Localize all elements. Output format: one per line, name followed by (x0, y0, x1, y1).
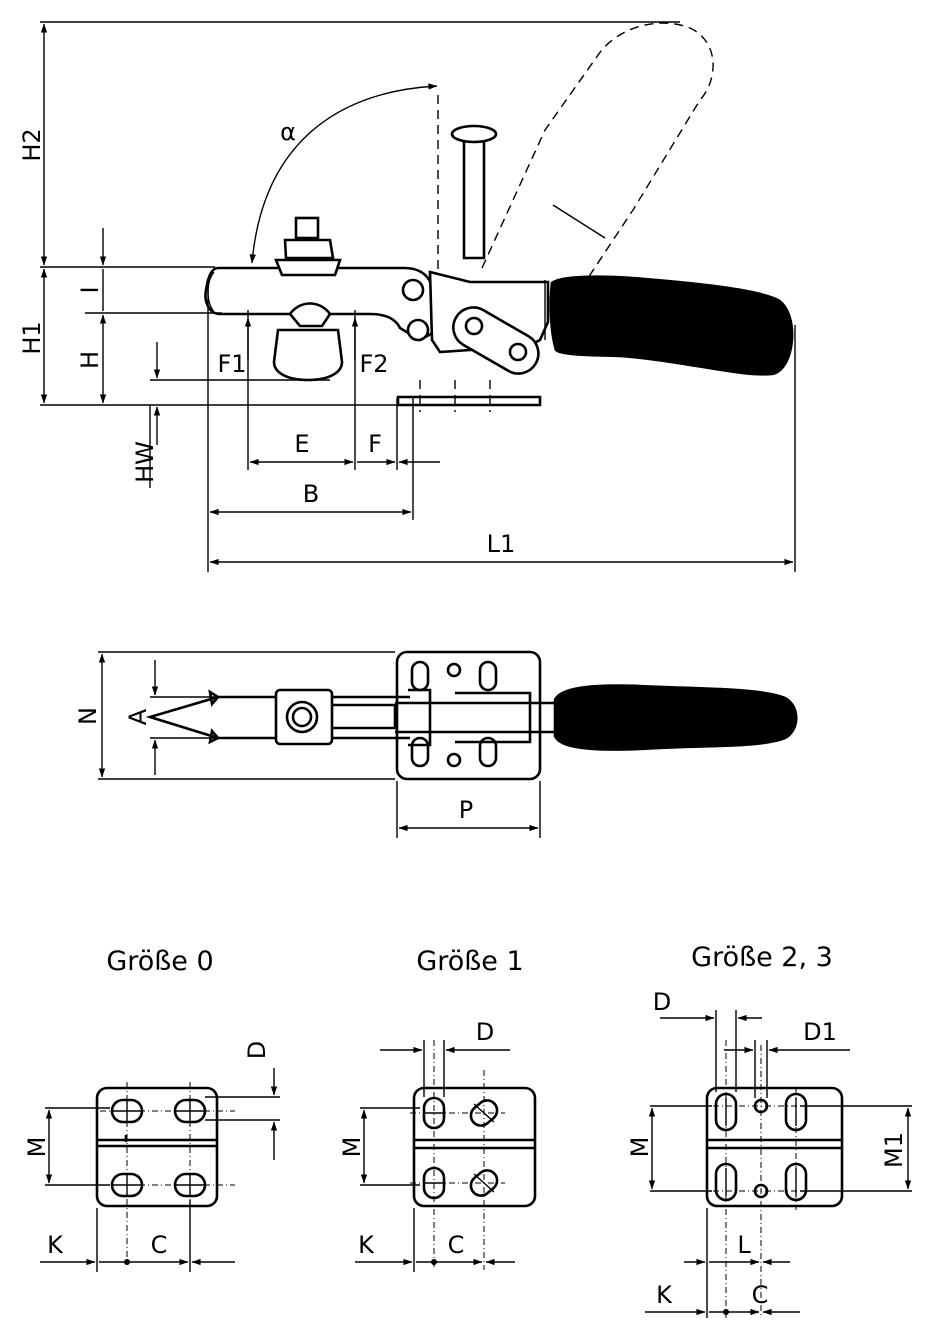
size-1-detail: Größe 1 D M K C (338, 946, 537, 1272)
size-2-3-label-C: C (752, 1281, 769, 1309)
size-0-label-D: D (243, 1041, 271, 1059)
label-H1: H1 (18, 321, 46, 354)
size-2-3-label-D: D (653, 988, 671, 1016)
base-plate-top (395, 650, 542, 781)
spindle-upright (450, 124, 498, 260)
size-0-label-K: K (47, 1231, 64, 1259)
open-lever-position (437, 22, 714, 299)
label-F: F (368, 430, 382, 458)
size-2-3-label-K: K (656, 1281, 673, 1309)
handle-top (553, 684, 798, 751)
base-plate (396, 395, 542, 407)
size-2-3-title: Größe 2, 3 (691, 942, 833, 973)
size-2-3-label-M1: M1 (880, 1132, 908, 1168)
label-L1: L1 (487, 530, 516, 558)
side-view: H2 H1 I H HW α F1 F2 E F B L1 (18, 21, 796, 572)
size-0-title: Größe 0 (106, 946, 213, 977)
size-0-detail: Größe 0 D M K C (23, 946, 280, 1272)
clamp-arm-top (145, 688, 555, 747)
size-1-label-K: K (358, 1231, 375, 1259)
label-N: N (74, 707, 102, 725)
size-0-label-M: M (23, 1137, 51, 1158)
size-1-label-C: C (448, 1231, 465, 1259)
label-B: B (303, 480, 319, 508)
handle (544, 275, 794, 376)
top-dimension-lines (98, 651, 541, 838)
hex-nut (274, 688, 334, 746)
label-alpha: α (280, 118, 296, 146)
linkage (401, 270, 550, 375)
label-HW: HW (131, 441, 159, 483)
top-view: N A P (74, 650, 798, 838)
size-2-3-label-D1: D1 (803, 1018, 837, 1046)
label-E: E (294, 430, 309, 458)
size-1-label-M: M (338, 1137, 366, 1158)
label-F2: F2 (359, 350, 388, 378)
size-2-3-label-L: L (737, 1231, 751, 1259)
label-F1: F1 (217, 350, 246, 378)
label-A: A (124, 708, 152, 725)
label-H2: H2 (18, 128, 46, 161)
size-1-label-D: D (476, 1018, 494, 1046)
size-2-3-label-M: M (626, 1137, 654, 1158)
size-0-label-C: C (151, 1231, 168, 1259)
size-1-title: Größe 1 (416, 946, 523, 977)
label-I: I (76, 286, 104, 293)
side-dimension-lines (40, 21, 796, 572)
label-P: P (459, 796, 473, 824)
label-H: H (76, 351, 104, 369)
size-2-3-detail: Größe 2, 3 D D1 M M1 L K (626, 942, 912, 1318)
